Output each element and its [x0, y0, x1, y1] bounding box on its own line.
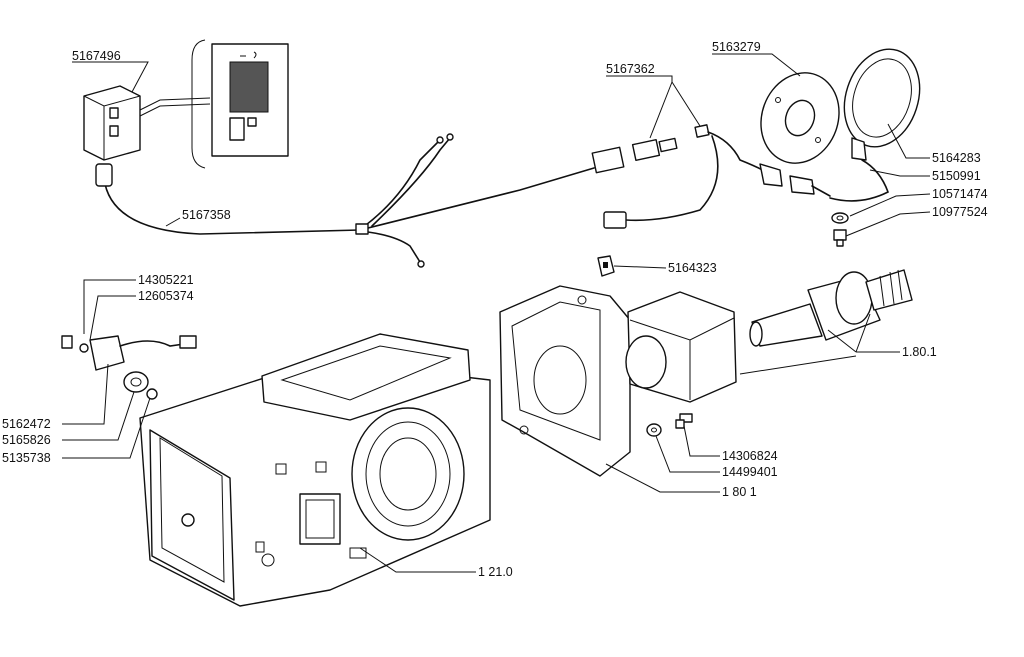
o-ring-5165826: [123, 371, 149, 393]
connector-5167362: [603, 124, 783, 229]
label-5164323: 5164323: [668, 261, 717, 275]
part-labels: 5167496 5167362 5163279 5164283 5150991 …: [2, 40, 988, 579]
label-5164283: 5164283: [932, 151, 981, 165]
ring-5163279: [760, 72, 840, 164]
cover-block: [625, 291, 737, 403]
cover-5164283: [789, 48, 921, 202]
bolt-10977524: [833, 229, 847, 247]
label-5162472: 5162472: [2, 417, 51, 431]
washer-14499401: [646, 423, 662, 437]
label-5167362: 5167362: [606, 62, 655, 76]
wiring-harness-5167358: [95, 133, 625, 268]
label-14305221: 14305221: [138, 273, 194, 287]
control-unit-5167496: [83, 85, 211, 161]
bolt-14306824: [675, 413, 693, 429]
label-1-80-1-shaft: 1.80.1: [902, 345, 937, 359]
label-5150991: 5150991: [932, 169, 981, 183]
label-5167358: 5167358: [182, 208, 231, 222]
label-1-80-1-cover: 1 80 1: [722, 485, 757, 499]
gearbox-housing-1-21-0: [139, 333, 491, 607]
label-12605374: 12605374: [138, 289, 194, 303]
label-5165826: 5165826: [2, 433, 51, 447]
label-10977524: 10977524: [932, 205, 988, 219]
label-10571474: 10571474: [932, 187, 988, 201]
leader-lines: [62, 53, 931, 573]
label-14499401: 14499401: [722, 465, 778, 479]
shaft-1-80-1: [749, 269, 913, 347]
housing-cover-1-80-1: [499, 285, 631, 477]
washer-10571474: [831, 212, 849, 224]
sensor-detail-inset: [191, 39, 289, 169]
seal-5135738: [146, 388, 158, 400]
label-5167496: 5167496: [72, 49, 121, 63]
clip-5164323: [597, 255, 615, 277]
label-5163279: 5163279: [712, 40, 761, 54]
speed-sensor-5162472: [61, 335, 197, 371]
label-1-21-0: 1 21.0: [478, 565, 513, 579]
label-14306824: 14306824: [722, 449, 778, 463]
label-5135738: 5135738: [2, 451, 51, 465]
